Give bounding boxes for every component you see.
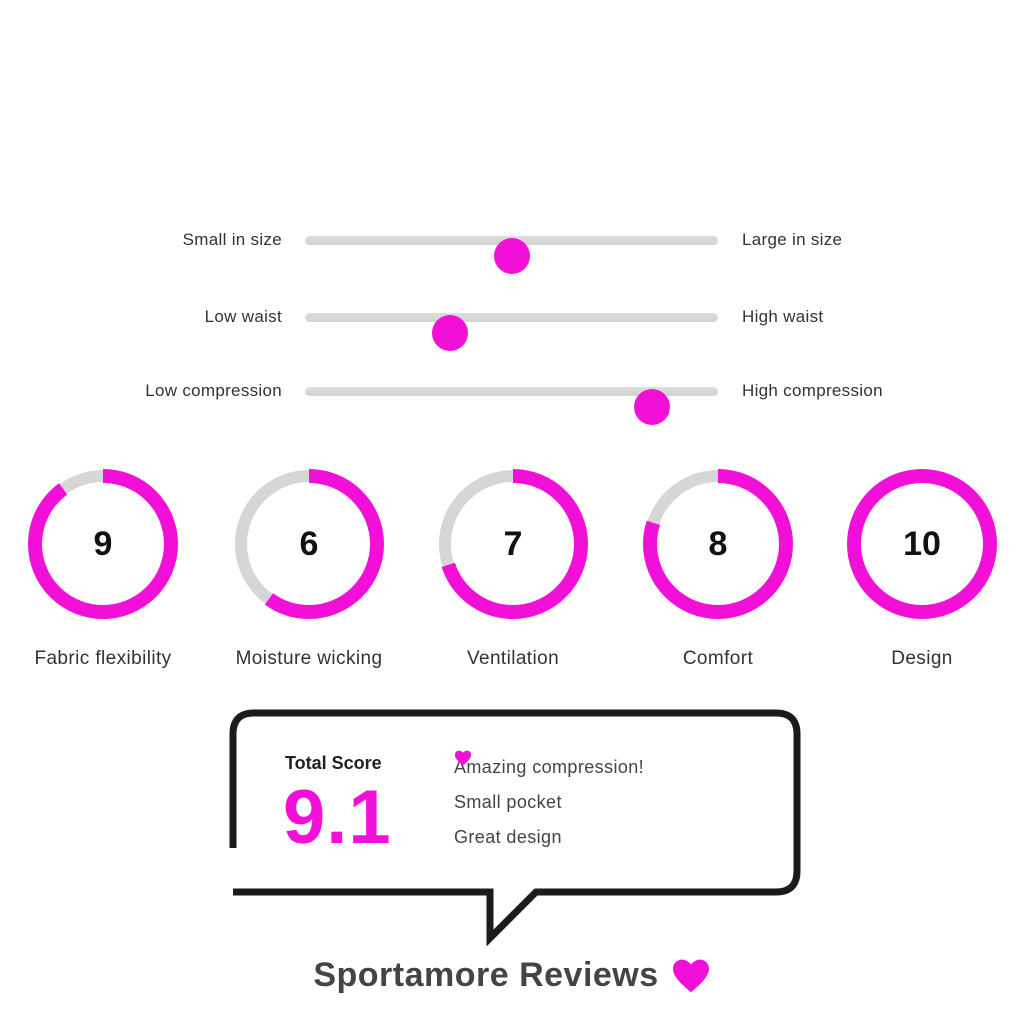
rating-value: 9	[93, 525, 113, 563]
slider-thumb[interactable]	[431, 315, 468, 351]
rating-ventilation: 7 Ventilation	[413, 464, 613, 670]
rating-ring-fill	[234, 469, 384, 619]
slider-right-label: High compression	[742, 381, 883, 400]
rating-design: 10 Design	[822, 464, 1022, 670]
pro-text: Small pocket	[454, 792, 562, 812]
slider-thumb[interactable]	[633, 389, 670, 425]
rating-label: Fabric flexibility	[34, 648, 172, 669]
rating-label: Moisture wicking	[235, 648, 383, 669]
list-item: Small pocket	[454, 750, 644, 820]
rating-ring-fill	[847, 469, 997, 619]
pro-text: Great design	[454, 827, 562, 847]
rating-label: Comfort	[682, 648, 754, 669]
rating-label: Design	[891, 648, 953, 669]
rating-moisture-wicking: 6 Moisture wicking	[209, 464, 409, 670]
slider-size: Small in size Large in size	[0, 220, 1024, 274]
pros-list: Amazing compression! Small pocket Great …	[454, 750, 644, 855]
heart-icon	[455, 750, 471, 766]
rating-ring-fill	[28, 469, 178, 619]
slider-thumb[interactable]	[493, 238, 530, 274]
heart-icon	[672, 959, 709, 992]
rating-value: 7	[503, 525, 523, 563]
brand-footer: Sportamore Reviews	[0, 956, 1024, 995]
brand-name: Sportamore Reviews	[313, 956, 659, 994]
slider-left-label: Small in size	[182, 230, 282, 249]
rating-fabric-flexibility: 9 Fabric flexibility	[3, 464, 203, 670]
total-score-label: Total Score	[285, 753, 382, 773]
slider-track	[305, 387, 718, 425]
slider-left-label: Low waist	[204, 307, 282, 326]
rating-value: 10	[903, 525, 941, 563]
list-item: Amazing compression!	[454, 750, 644, 785]
rating-ring	[234, 469, 384, 619]
rating-ring	[28, 469, 178, 619]
rating-comfort: 8 Comfort	[618, 464, 818, 670]
list-item: Great design	[454, 750, 644, 855]
rating-ring	[438, 469, 588, 619]
slider-compression: Low compression High compression	[0, 371, 1024, 425]
rating-ring	[847, 469, 997, 619]
total-score-value: 9.1	[283, 775, 392, 860]
rating-ring	[643, 469, 793, 619]
slider-track	[305, 236, 718, 274]
speech-bubble-outline	[229, 709, 801, 947]
slider-right-label: High waist	[742, 307, 824, 326]
rating-label: Ventilation	[466, 648, 560, 669]
score-summary: Total Score 9.1 Amazing compression! Sma…	[228, 708, 802, 950]
pro-text: Amazing compression!	[454, 757, 645, 777]
rating-value: 8	[708, 525, 728, 563]
rating-ring-fill	[438, 469, 588, 619]
slider-waist: Low waist High waist	[0, 297, 1024, 351]
slider-right-label: Large in size	[742, 230, 843, 249]
rating-value: 6	[299, 525, 319, 563]
rating-ring-fill	[643, 469, 793, 619]
slider-track	[305, 313, 718, 351]
slider-left-label: Low compression	[145, 381, 282, 400]
